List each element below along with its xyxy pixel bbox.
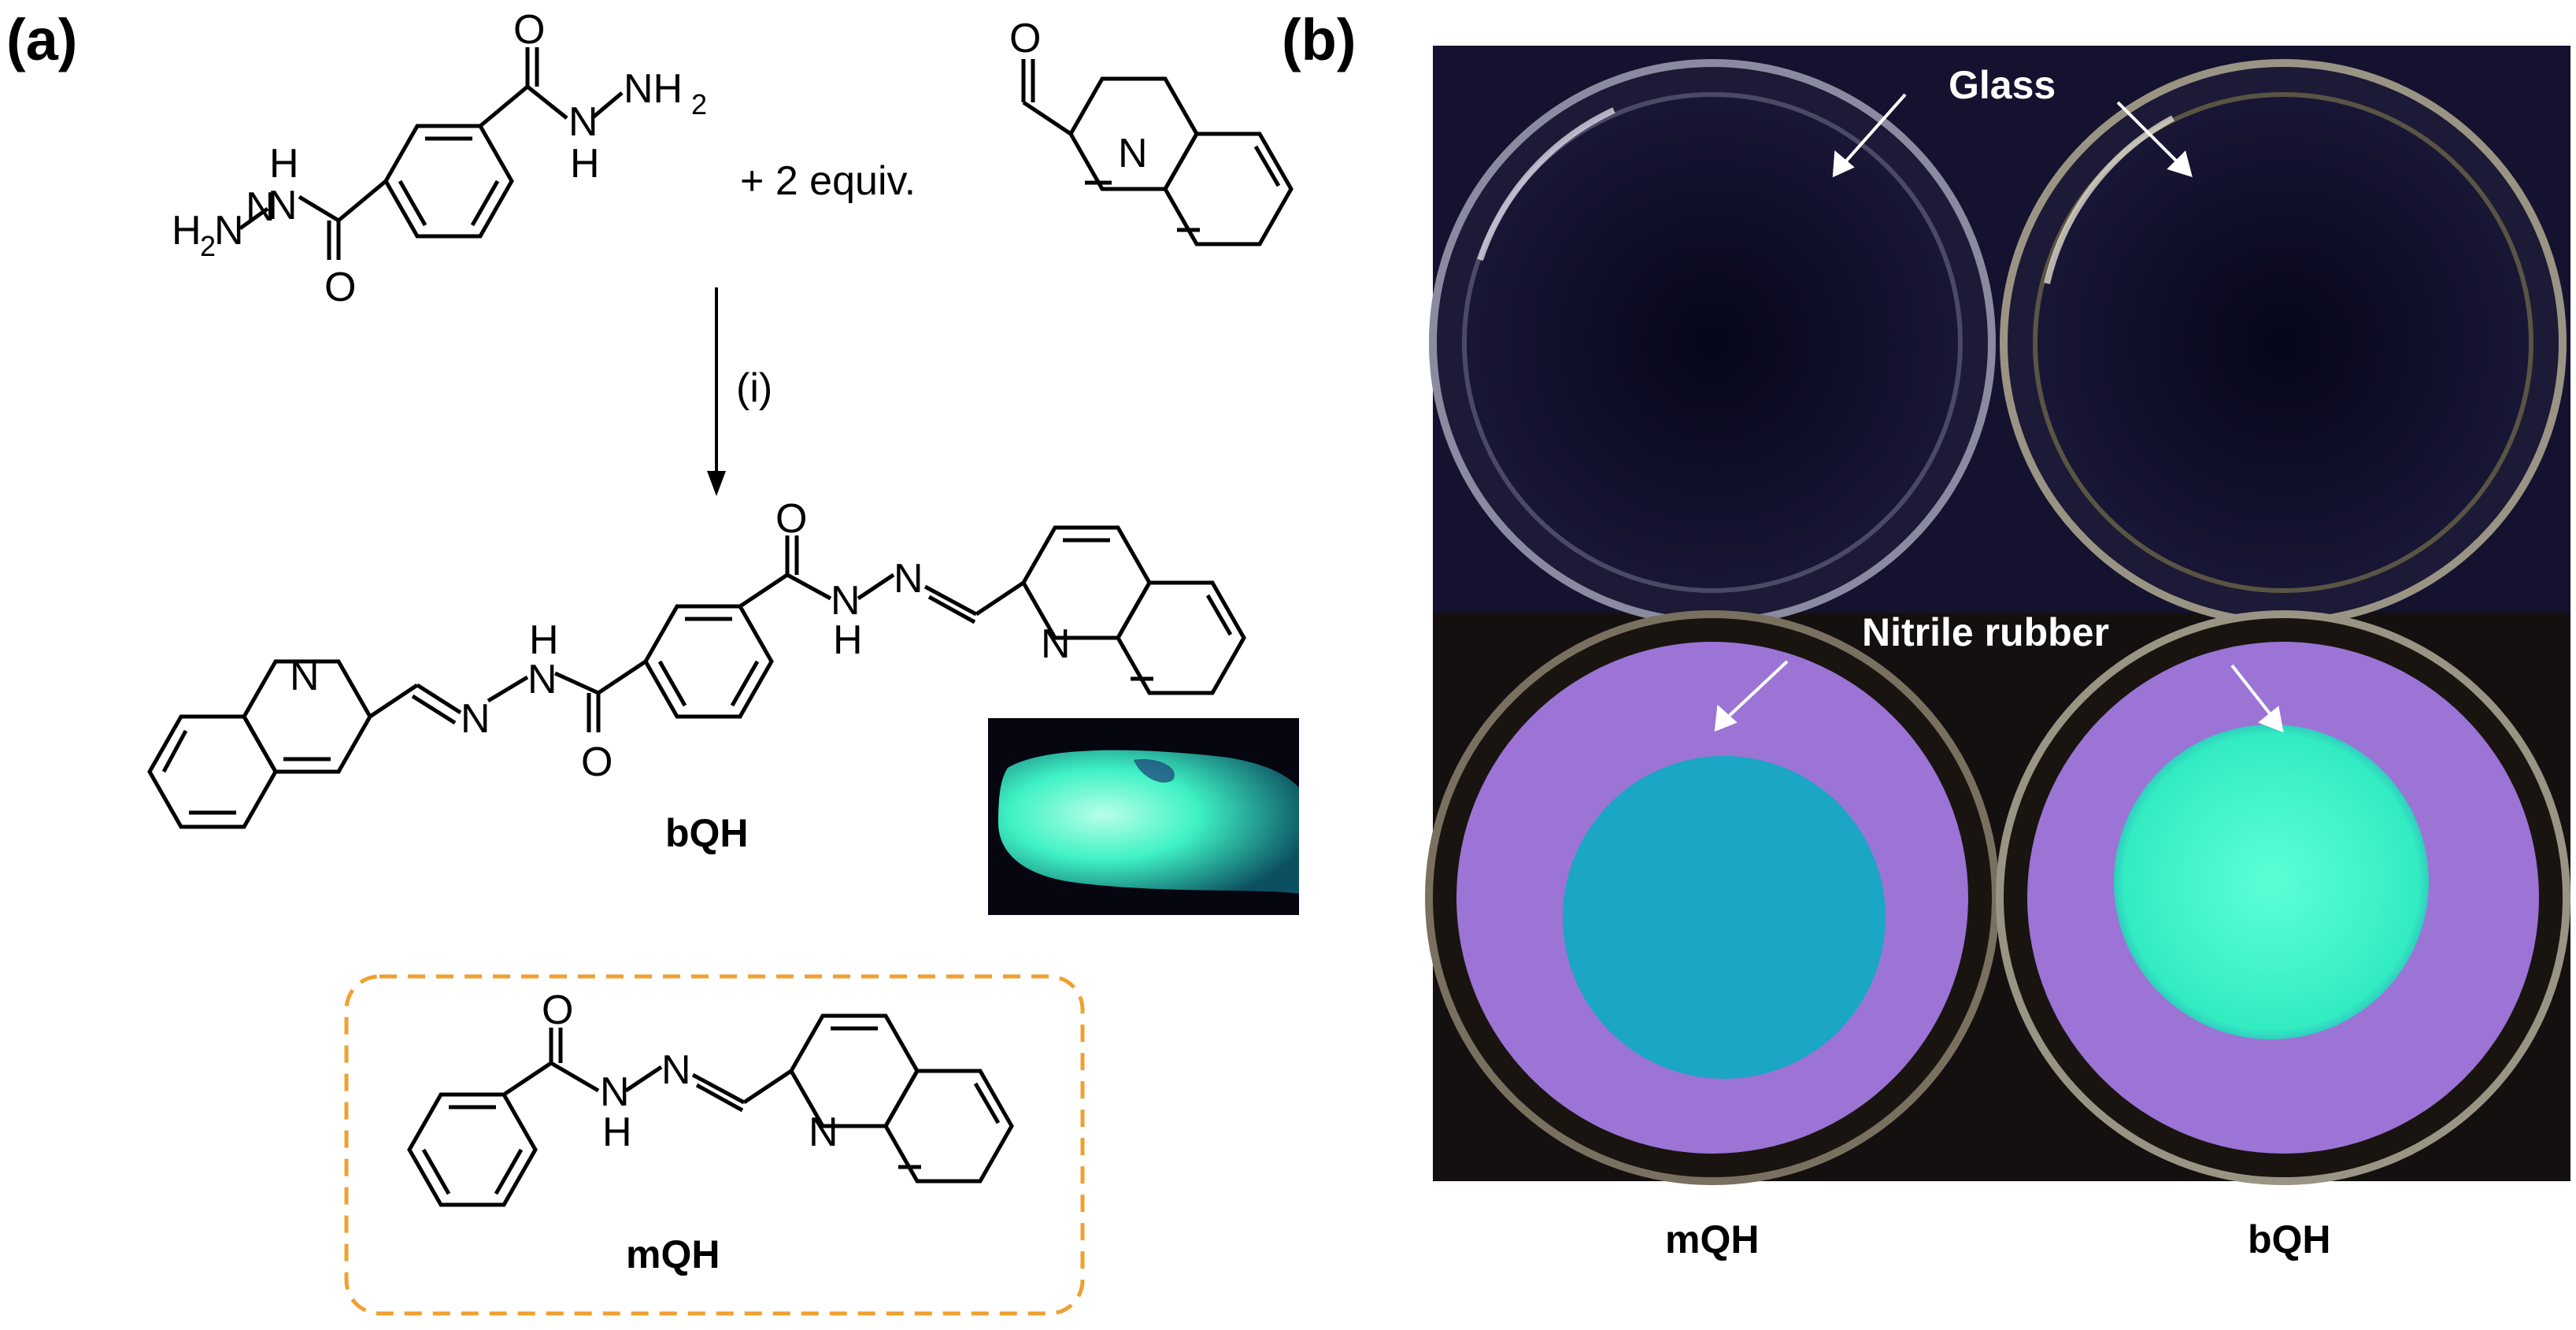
rubber-dish-mqh: [1425, 610, 2000, 1185]
atom-h: H: [269, 141, 299, 187]
panel-b-label: (b): [1282, 7, 1356, 72]
condition-label: (i): [736, 365, 772, 411]
reaction-arrow: [707, 287, 726, 496]
atom-n: N: [1041, 621, 1071, 667]
atom-o: O: [775, 496, 807, 542]
photo-arrows: [1714, 93, 2284, 733]
bqh-structure: [147, 525, 1246, 829]
mqh-fluorescent-spot: [1563, 756, 1886, 1079]
reagent-text: + 2 equiv.: [740, 158, 916, 204]
atom-n: N: [527, 657, 557, 702]
atom-o: O: [1009, 16, 1041, 61]
glass-label: Glass: [1949, 63, 2056, 107]
bqh-fluorescent-spot: [2114, 724, 2429, 1039]
panel-a-label: (a): [6, 7, 78, 72]
terephthalic-dihydrazide: [239, 47, 624, 260]
nitrile-rubber-label: Nitrile rubber: [1862, 610, 2109, 654]
atom-nh: NH: [624, 66, 683, 112]
photo-panel: Glass Nitrile rubber: [1425, 46, 2570, 1185]
mqh-atom-labels: O N H N N: [542, 987, 838, 1155]
subscript-2: 2: [691, 88, 707, 120]
atom-h: H: [570, 141, 600, 187]
atom-n: N: [1118, 131, 1148, 176]
atom-o: O: [542, 987, 573, 1033]
atom-h: H: [602, 1110, 632, 1155]
photo-column-label-bqh: bQH: [2248, 1217, 2331, 1261]
atom-n: N: [461, 696, 490, 742]
dihydrazide-atom-labels: O N H NH 2 O N H H 2 N N: [172, 7, 707, 310]
photo-column-label-mqh: mQH: [1665, 1217, 1760, 1261]
atom-n: N: [568, 99, 598, 145]
atom-h: H: [529, 617, 559, 663]
atom-n: N: [600, 1069, 630, 1115]
finger-photo: [988, 718, 1299, 915]
mqh-label: mQH: [626, 1232, 720, 1276]
mqh-dashed-box: [344, 974, 1085, 1316]
rubber-dish-bqh: [1996, 610, 2570, 1185]
atom-o: O: [324, 265, 356, 310]
quinoline-carboxaldehyde: [1021, 59, 1294, 246]
atom-h: H: [172, 208, 202, 254]
atom-n: N: [214, 208, 244, 254]
atom-n: N: [809, 1110, 838, 1155]
atom-n: N: [246, 184, 276, 230]
subscript-2: 2: [200, 230, 216, 262]
atom-n: N: [268, 183, 298, 228]
atom-n: N: [290, 654, 320, 699]
atom-n: N: [894, 556, 923, 602]
bqh-atom-labels: O N H N N O N H N N: [290, 496, 1071, 785]
atom-o: O: [581, 739, 613, 785]
glass-dish-mqh: [1429, 59, 1996, 626]
atom-h: H: [833, 617, 863, 663]
glass-dish-bqh: [2000, 59, 2567, 626]
atom-o: O: [513, 7, 545, 53]
atom-n: N: [661, 1047, 691, 1093]
bqh-label: bQH: [665, 811, 749, 855]
atom-n: N: [831, 578, 861, 624]
mqh-structure: [407, 1013, 1014, 1207]
